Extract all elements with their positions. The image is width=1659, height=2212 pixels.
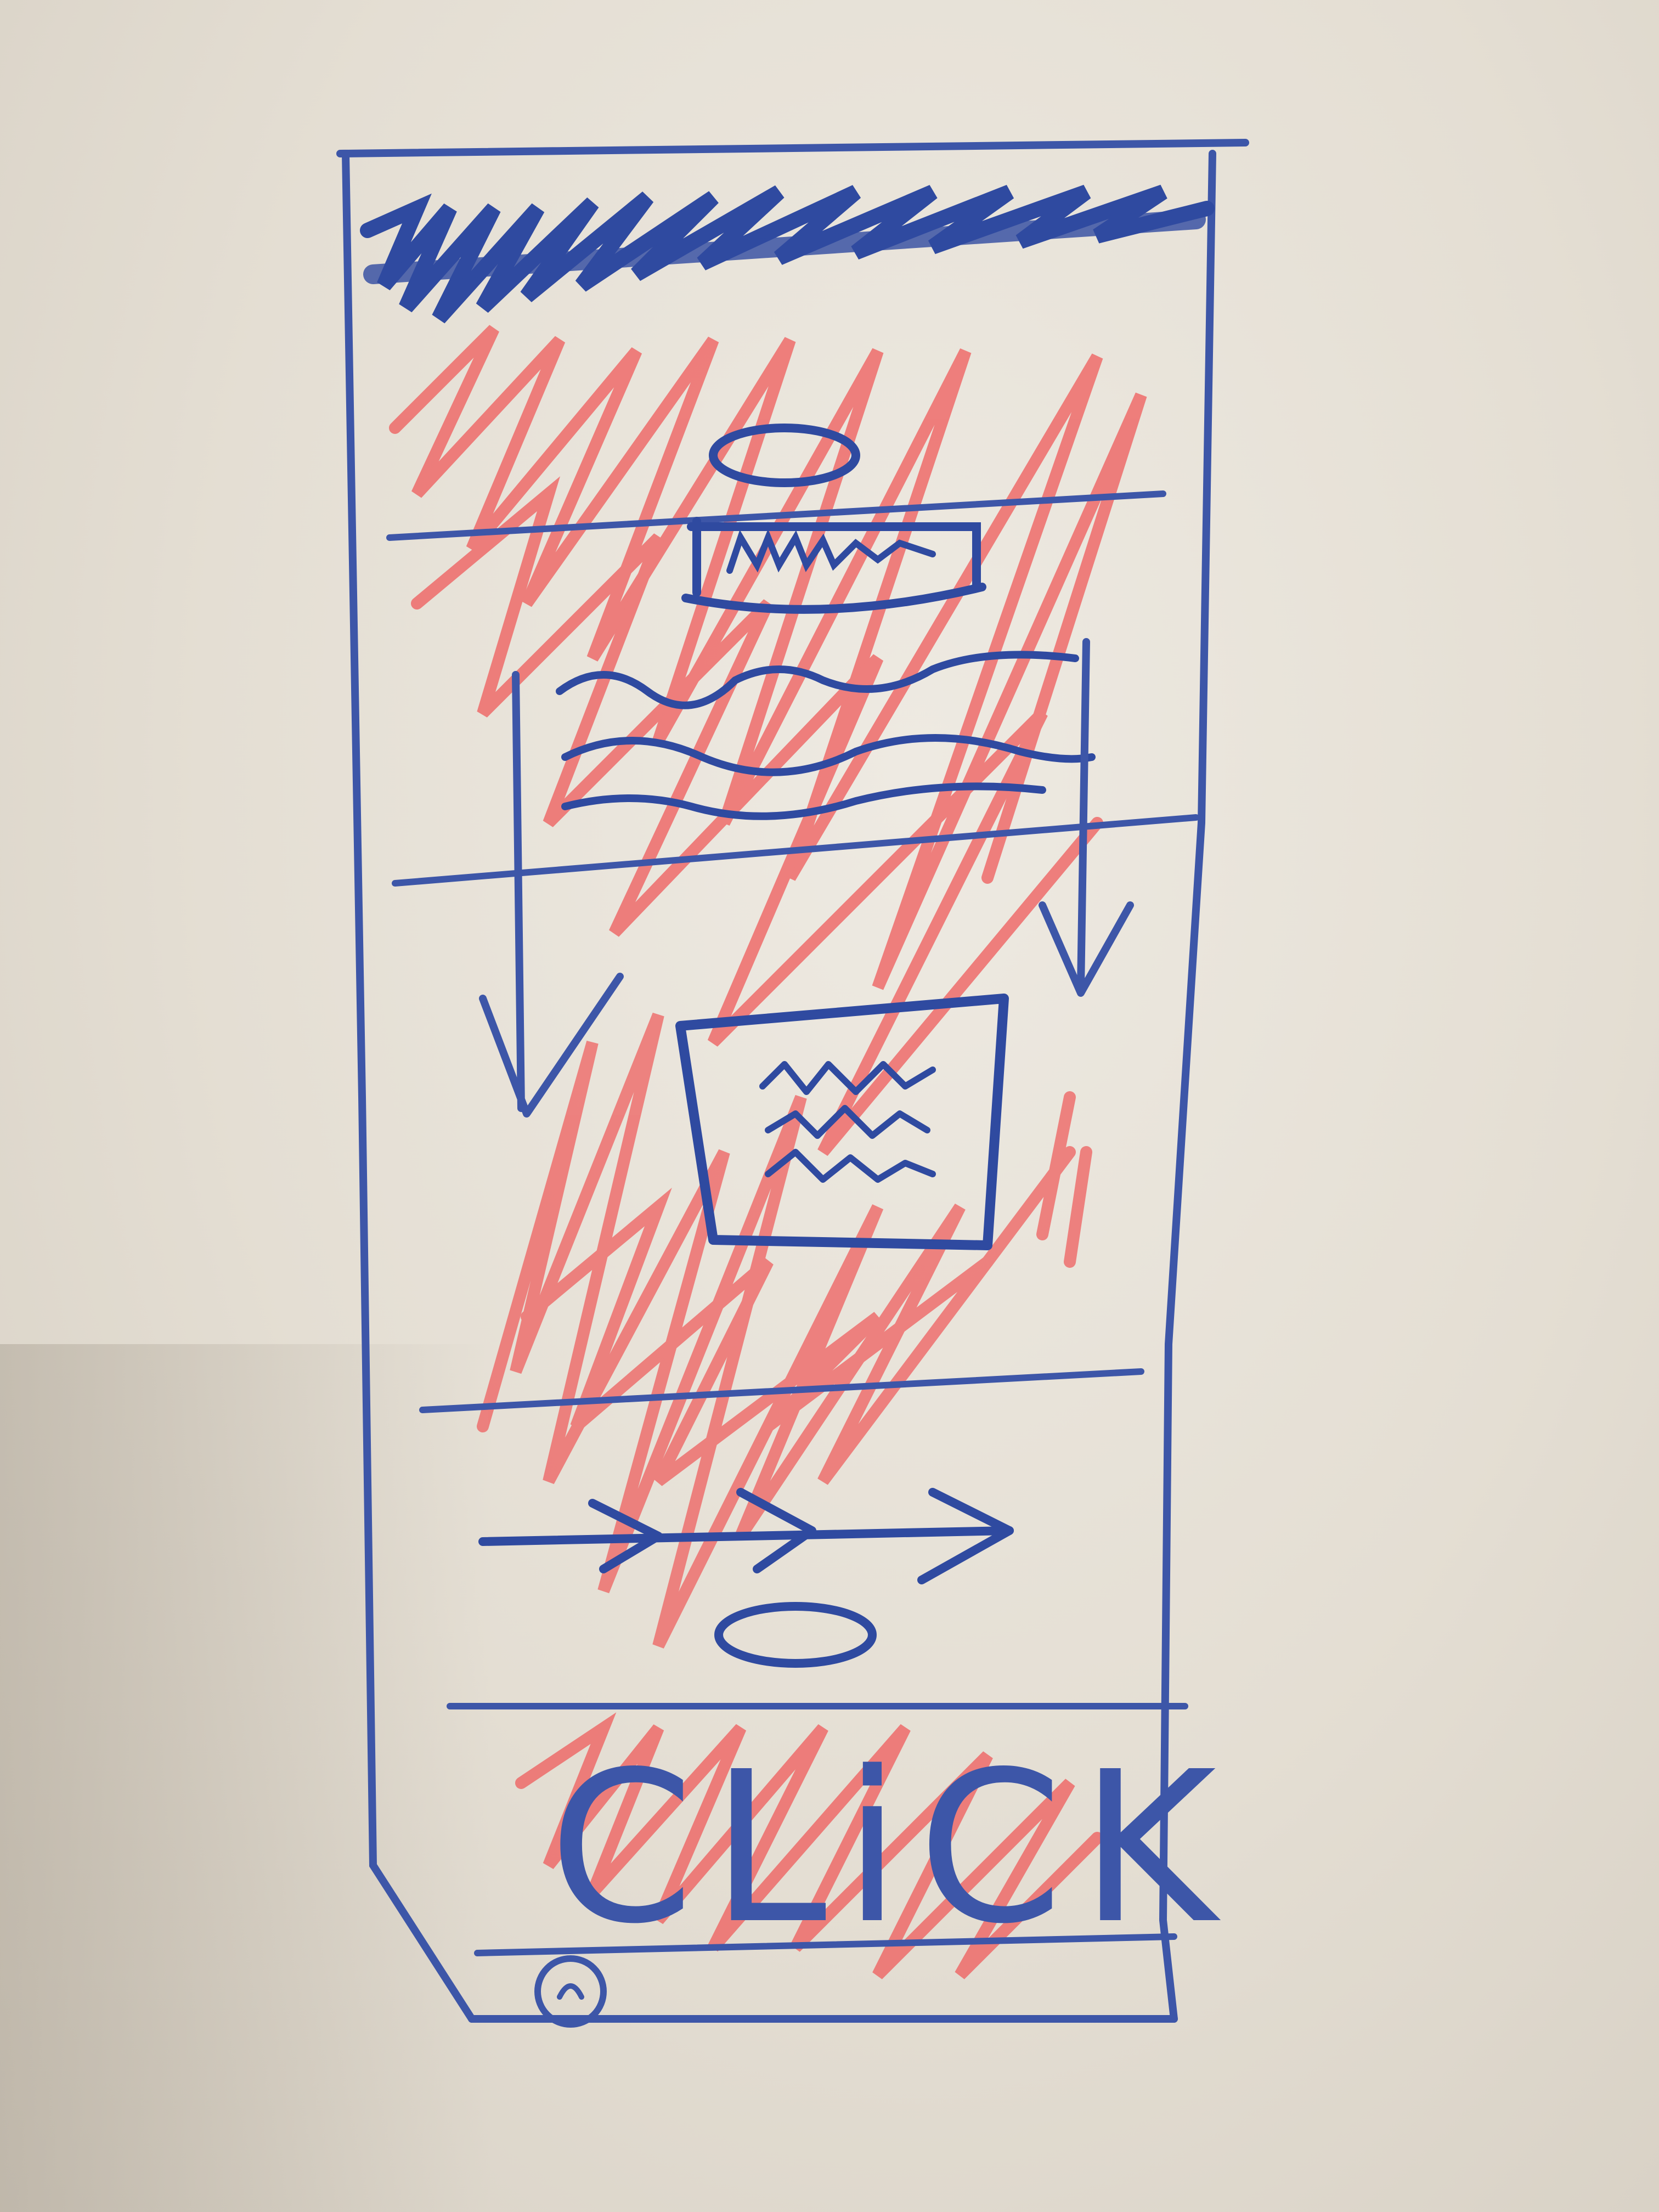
red-hatch-middle — [477, 1012, 1092, 1649]
scroll-arrows — [479, 638, 1134, 1118]
phone-frame — [336, 139, 1249, 2023]
header-bar — [360, 184, 1215, 324]
hero-pill-shape — [709, 424, 860, 487]
chevron-right-icon — [588, 1499, 663, 1573]
carousel-pill-button[interactable] — [714, 1602, 877, 1668]
carousel-section — [478, 1488, 1014, 1668]
chevron-right-icon — [736, 1488, 816, 1573]
down-arrow-left-icon — [479, 671, 624, 1118]
hero-squiggle — [726, 528, 936, 574]
hero-image-box — [681, 517, 986, 614]
footer-bar — [534, 1955, 607, 2028]
down-arrow-right-icon — [1039, 638, 1134, 997]
section-dividers — [386, 490, 1199, 1956]
cta-label[interactable]: CLiCK — [549, 1726, 1233, 1970]
red-hatch-top — [389, 325, 1147, 1156]
home-circle-icon[interactable] — [534, 1955, 607, 2028]
hero-section — [681, 424, 986, 614]
content-card — [675, 994, 1009, 1250]
body-text-lines — [556, 651, 1096, 820]
cta-area[interactable]: CLiCK — [549, 1726, 1233, 1970]
shadow — [0, 1344, 494, 2212]
chevron-right-icon — [917, 1488, 1014, 1584]
red-hatch-bottom — [515, 1712, 1103, 1979]
carousel-track — [478, 1526, 1014, 1546]
